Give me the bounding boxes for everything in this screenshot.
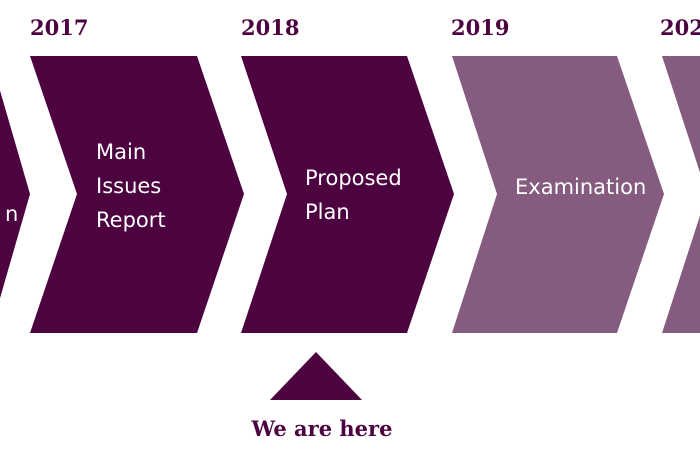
stage-label-1-line-1: Issues xyxy=(96,174,161,198)
triangle-up-icon xyxy=(270,352,362,400)
year-labels: 2017 2018 2019 202 xyxy=(30,15,700,40)
stage-chevron-4 xyxy=(662,56,700,333)
stage-label-3-line-0: Examination xyxy=(515,175,646,199)
we-are-here-label: We are here xyxy=(251,416,393,441)
stage-label-1-line-0: Main xyxy=(96,140,146,164)
year-label-1: 2018 xyxy=(241,15,299,40)
year-label-0: 2017 xyxy=(30,15,88,40)
year-label-2: 2019 xyxy=(451,15,509,40)
stage-chevron-2 xyxy=(241,56,454,333)
stage-label-2-line-1: Plan xyxy=(305,200,350,224)
year-label-3: 202 xyxy=(660,15,700,40)
stage-chevron-0 xyxy=(0,90,30,299)
stage-label-0-line-0: n xyxy=(5,202,18,226)
stage-label-2-line-0: Proposed xyxy=(305,166,402,190)
stage-chevron-3 xyxy=(452,56,664,333)
stage-label-1-line-2: Report xyxy=(96,208,166,232)
current-stage-marker: We are here xyxy=(251,352,393,441)
stage-chevron-1 xyxy=(30,56,244,333)
